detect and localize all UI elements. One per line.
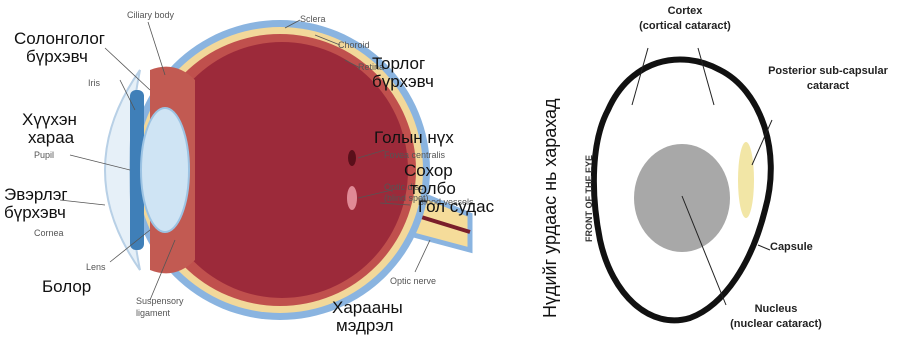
posterior-title: Posterior sub-capsular bbox=[748, 64, 908, 79]
cataract-diagram: Нүдийг урдаас нь харахад FRONT OF THE EY… bbox=[520, 0, 910, 338]
cortex-subtitle: (cortical cataract) bbox=[630, 19, 740, 34]
posterior-label: Posterior sub-capsular cataract bbox=[748, 64, 908, 94]
mn-retina-2: бүрхэвч bbox=[372, 73, 434, 91]
mn-ciliary-2: бүрхэвч bbox=[26, 48, 88, 66]
posterior-cataract-shape bbox=[738, 142, 754, 218]
nucleus-label: Nucleus (nuclear cataract) bbox=[706, 302, 846, 332]
mn-optic-nerve-2: мэдрэл bbox=[336, 317, 394, 335]
label-cornea: Cornea bbox=[34, 228, 64, 238]
posterior-subtitle: cataract bbox=[748, 79, 908, 94]
nucleus-subtitle: (nuclear cataract) bbox=[706, 317, 846, 332]
label-suspensory-1: Suspensory bbox=[136, 296, 184, 306]
label-pupil: Pupil bbox=[34, 150, 54, 160]
mn-blood-vessel: Гол судас bbox=[418, 198, 494, 216]
mn-blind-spot-2: толбо bbox=[410, 180, 456, 198]
mn-lens: Болор bbox=[42, 278, 91, 296]
label-ciliary-body: Ciliary body bbox=[127, 10, 174, 20]
vertical-caption-mn: Нүдийг урдаас нь харахад bbox=[540, 98, 561, 318]
label-suspensory-2: ligament bbox=[136, 308, 170, 318]
capsule-label: Capsule bbox=[770, 240, 813, 255]
optic-disc-shape bbox=[347, 186, 357, 210]
mn-pupil-2: хараа bbox=[28, 129, 74, 147]
label-fovea-centralis: Fovea centralis bbox=[384, 150, 445, 160]
cataract-illustration bbox=[520, 0, 910, 338]
mn-optic-nerve-1: Харааны bbox=[332, 299, 403, 317]
label-optic-nerve: Optic nerve bbox=[390, 276, 436, 286]
label-choroid: Choroid bbox=[338, 40, 370, 50]
mn-ciliary-1: Солонголог bbox=[14, 30, 105, 48]
label-iris: Iris bbox=[88, 78, 100, 88]
mn-cornea-2: бүрхэвч bbox=[4, 204, 66, 222]
nucleus-shape bbox=[634, 144, 730, 252]
mn-blind-spot-1: Сохор bbox=[404, 162, 453, 180]
mn-pupil-1: Хүүхэн bbox=[22, 111, 77, 129]
eye-anatomy-diagram: Ciliary body Sclera Choroid Retina Iris … bbox=[0, 0, 520, 338]
label-lens: Lens bbox=[86, 262, 106, 272]
cortex-title: Cortex bbox=[630, 4, 740, 19]
mn-cornea-1: Эвэрлэг bbox=[4, 186, 68, 204]
front-of-eye-label: FRONT OF THE EYE bbox=[584, 155, 594, 242]
cortex-label: Cortex (cortical cataract) bbox=[630, 4, 740, 34]
mn-fovea: Голын нүх bbox=[374, 129, 454, 147]
fovea-dot bbox=[348, 150, 356, 166]
lens-shape bbox=[141, 108, 189, 232]
label-sclera: Sclera bbox=[300, 14, 326, 24]
nucleus-title: Nucleus bbox=[706, 302, 846, 317]
mn-retina-1: Торлог bbox=[372, 55, 425, 73]
